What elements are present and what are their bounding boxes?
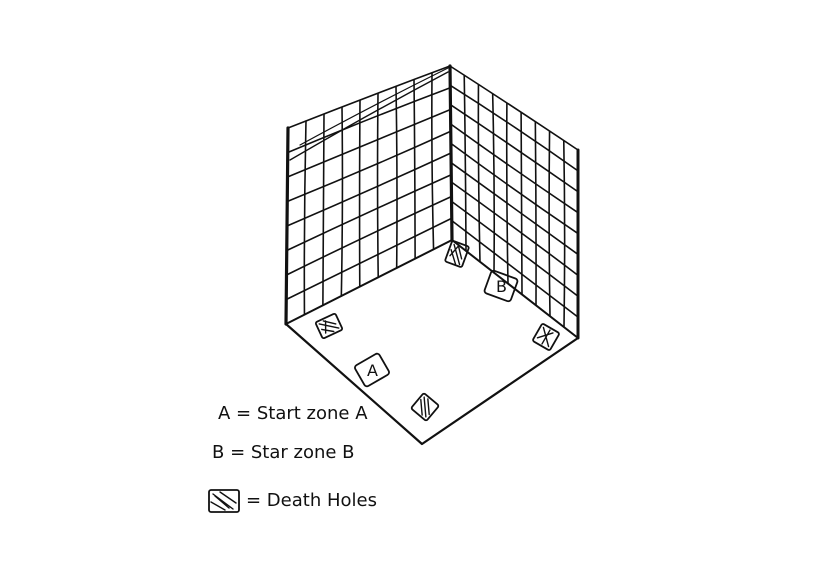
grid-line (564, 141, 565, 327)
grid-line (452, 221, 578, 317)
grid-line (464, 75, 466, 251)
legend-start-zone-a: A = Start zone A (218, 403, 368, 424)
grid-line (478, 85, 480, 262)
grid-line (451, 182, 578, 275)
grid-line (549, 131, 550, 316)
death-hole-right (532, 323, 559, 350)
legend: A = Start zone A B = Star zone B = Death… (209, 403, 377, 512)
start-zone-b-label: B (496, 277, 507, 296)
grid-line (493, 94, 495, 273)
legend-death-holes: = Death Holes (246, 490, 377, 511)
grid-line (450, 105, 578, 192)
left-wall-grid (286, 66, 452, 315)
legend-death-hole-icon (209, 490, 239, 512)
grid-line (300, 68, 448, 145)
start-zone-b: B (484, 270, 519, 302)
grid-line (452, 201, 578, 296)
death-hole-front (411, 393, 439, 421)
grid-line (287, 153, 451, 226)
grid-line (521, 113, 522, 295)
grid-line (287, 197, 452, 276)
start-zone-a: A (354, 353, 390, 388)
grid-line (450, 85, 578, 171)
grid-line (535, 122, 536, 305)
start-zone-a-label: A (367, 361, 378, 380)
legend-start-zone-b: B = Star zone B (212, 442, 355, 463)
death-hole-left (315, 313, 343, 339)
grid-line (290, 72, 448, 160)
grid-line (287, 175, 452, 251)
grid-line (507, 103, 508, 283)
grid-line (286, 218, 452, 299)
grid-line (451, 163, 578, 255)
